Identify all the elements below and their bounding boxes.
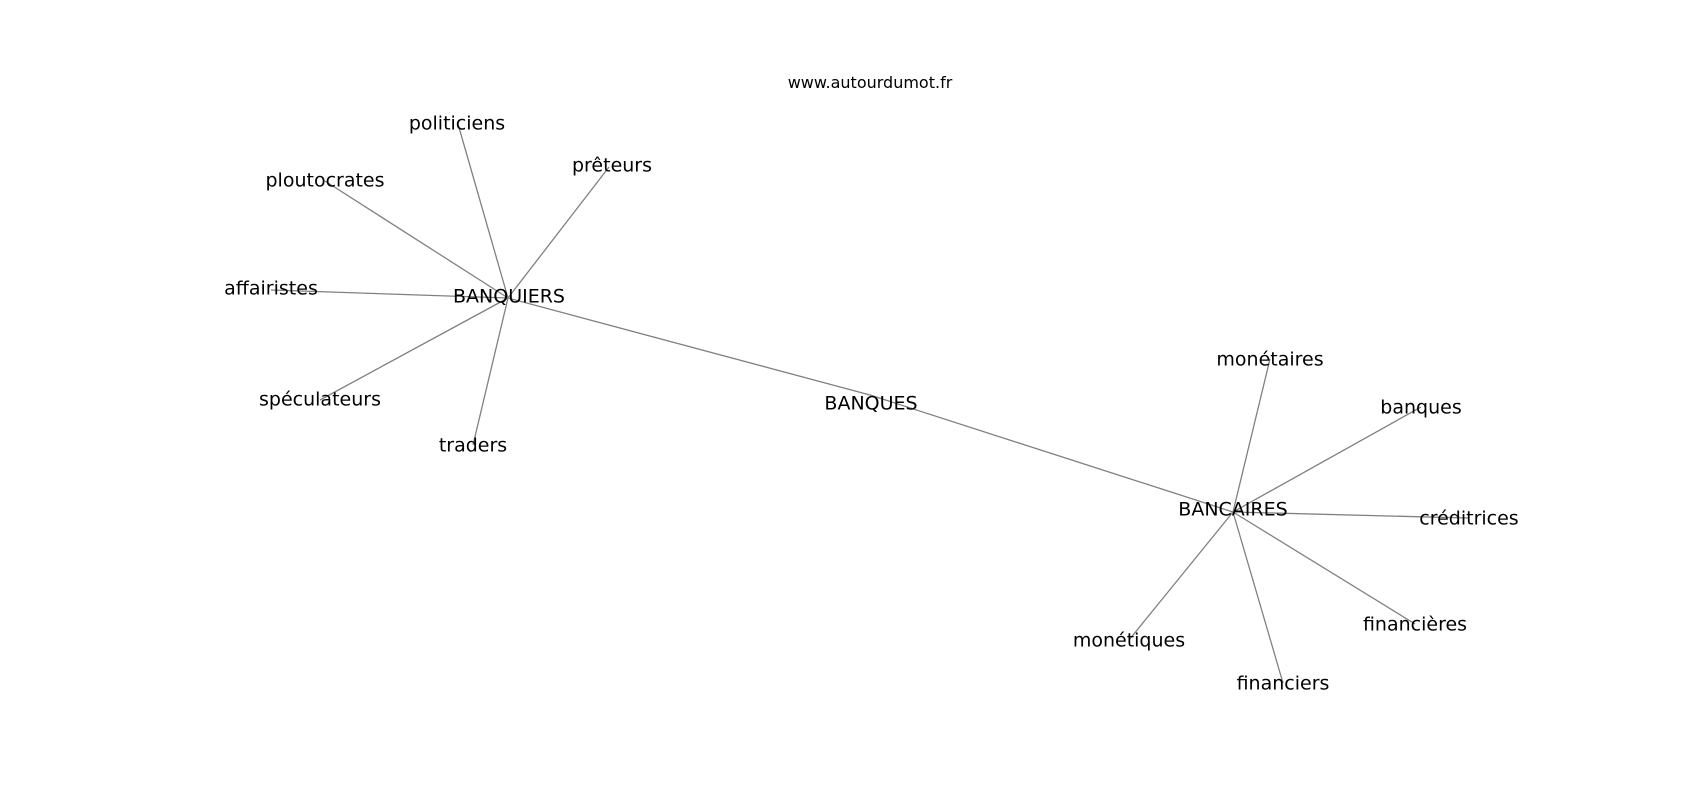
graph-edges [270, 123, 1469, 684]
node-speculateurs[interactable]: spéculateurs [259, 389, 381, 411]
node-affairistes[interactable]: affairistes [224, 278, 318, 300]
node-bancaires[interactable]: BANCAIRES [1178, 499, 1287, 521]
edge-banquiers-traders [472, 297, 509, 446]
node-banques[interactable]: banques [1380, 397, 1461, 419]
node-financieres[interactable]: financières [1363, 614, 1467, 636]
node-preteurs[interactable]: prêteurs [572, 155, 652, 177]
node-monetaires[interactable]: monétaires [1216, 349, 1323, 371]
node-banquiers[interactable]: BANQUIERS [453, 286, 565, 308]
node-ploutocrates[interactable]: ploutocrates [265, 170, 384, 192]
graph-node-labels: BANQUES BANQUIERS BANCAIRES politiciens prêt… [224, 113, 1519, 695]
edge-banquiers-banques [507, 297, 871, 396]
edge-bancaires-banques [1232, 406, 1422, 513]
edge-bancaires-monetaires [1232, 358, 1271, 513]
edge-banquiers-politiciens [457, 123, 509, 299]
node-banques[interactable]: BANQUES [824, 393, 917, 415]
edge-bancaires-financieres [1232, 511, 1416, 625]
edge-banquiers-ploutocrates [324, 180, 509, 299]
node-politiciens[interactable]: politiciens [409, 113, 505, 135]
node-financiers[interactable]: financiers [1237, 673, 1330, 695]
source-watermark: www.autourdumot.fr [788, 73, 953, 92]
edge-banquiers-preteurs [507, 166, 610, 299]
node-monetiques[interactable]: monétiques [1073, 630, 1185, 652]
edge-banquiers-speculateurs [319, 297, 509, 401]
edge-banques-bancaires [869, 394, 1234, 513]
edge-bancaires-monetiques [1128, 511, 1234, 641]
edge-bancaires-financiers [1232, 511, 1284, 684]
node-traders[interactable]: traders [439, 435, 507, 457]
edge-banquiers-affairistes [270, 289, 509, 299]
node-creditrices[interactable]: créditrices [1419, 508, 1518, 530]
edge-bancaires-creditrices [1232, 511, 1469, 519]
